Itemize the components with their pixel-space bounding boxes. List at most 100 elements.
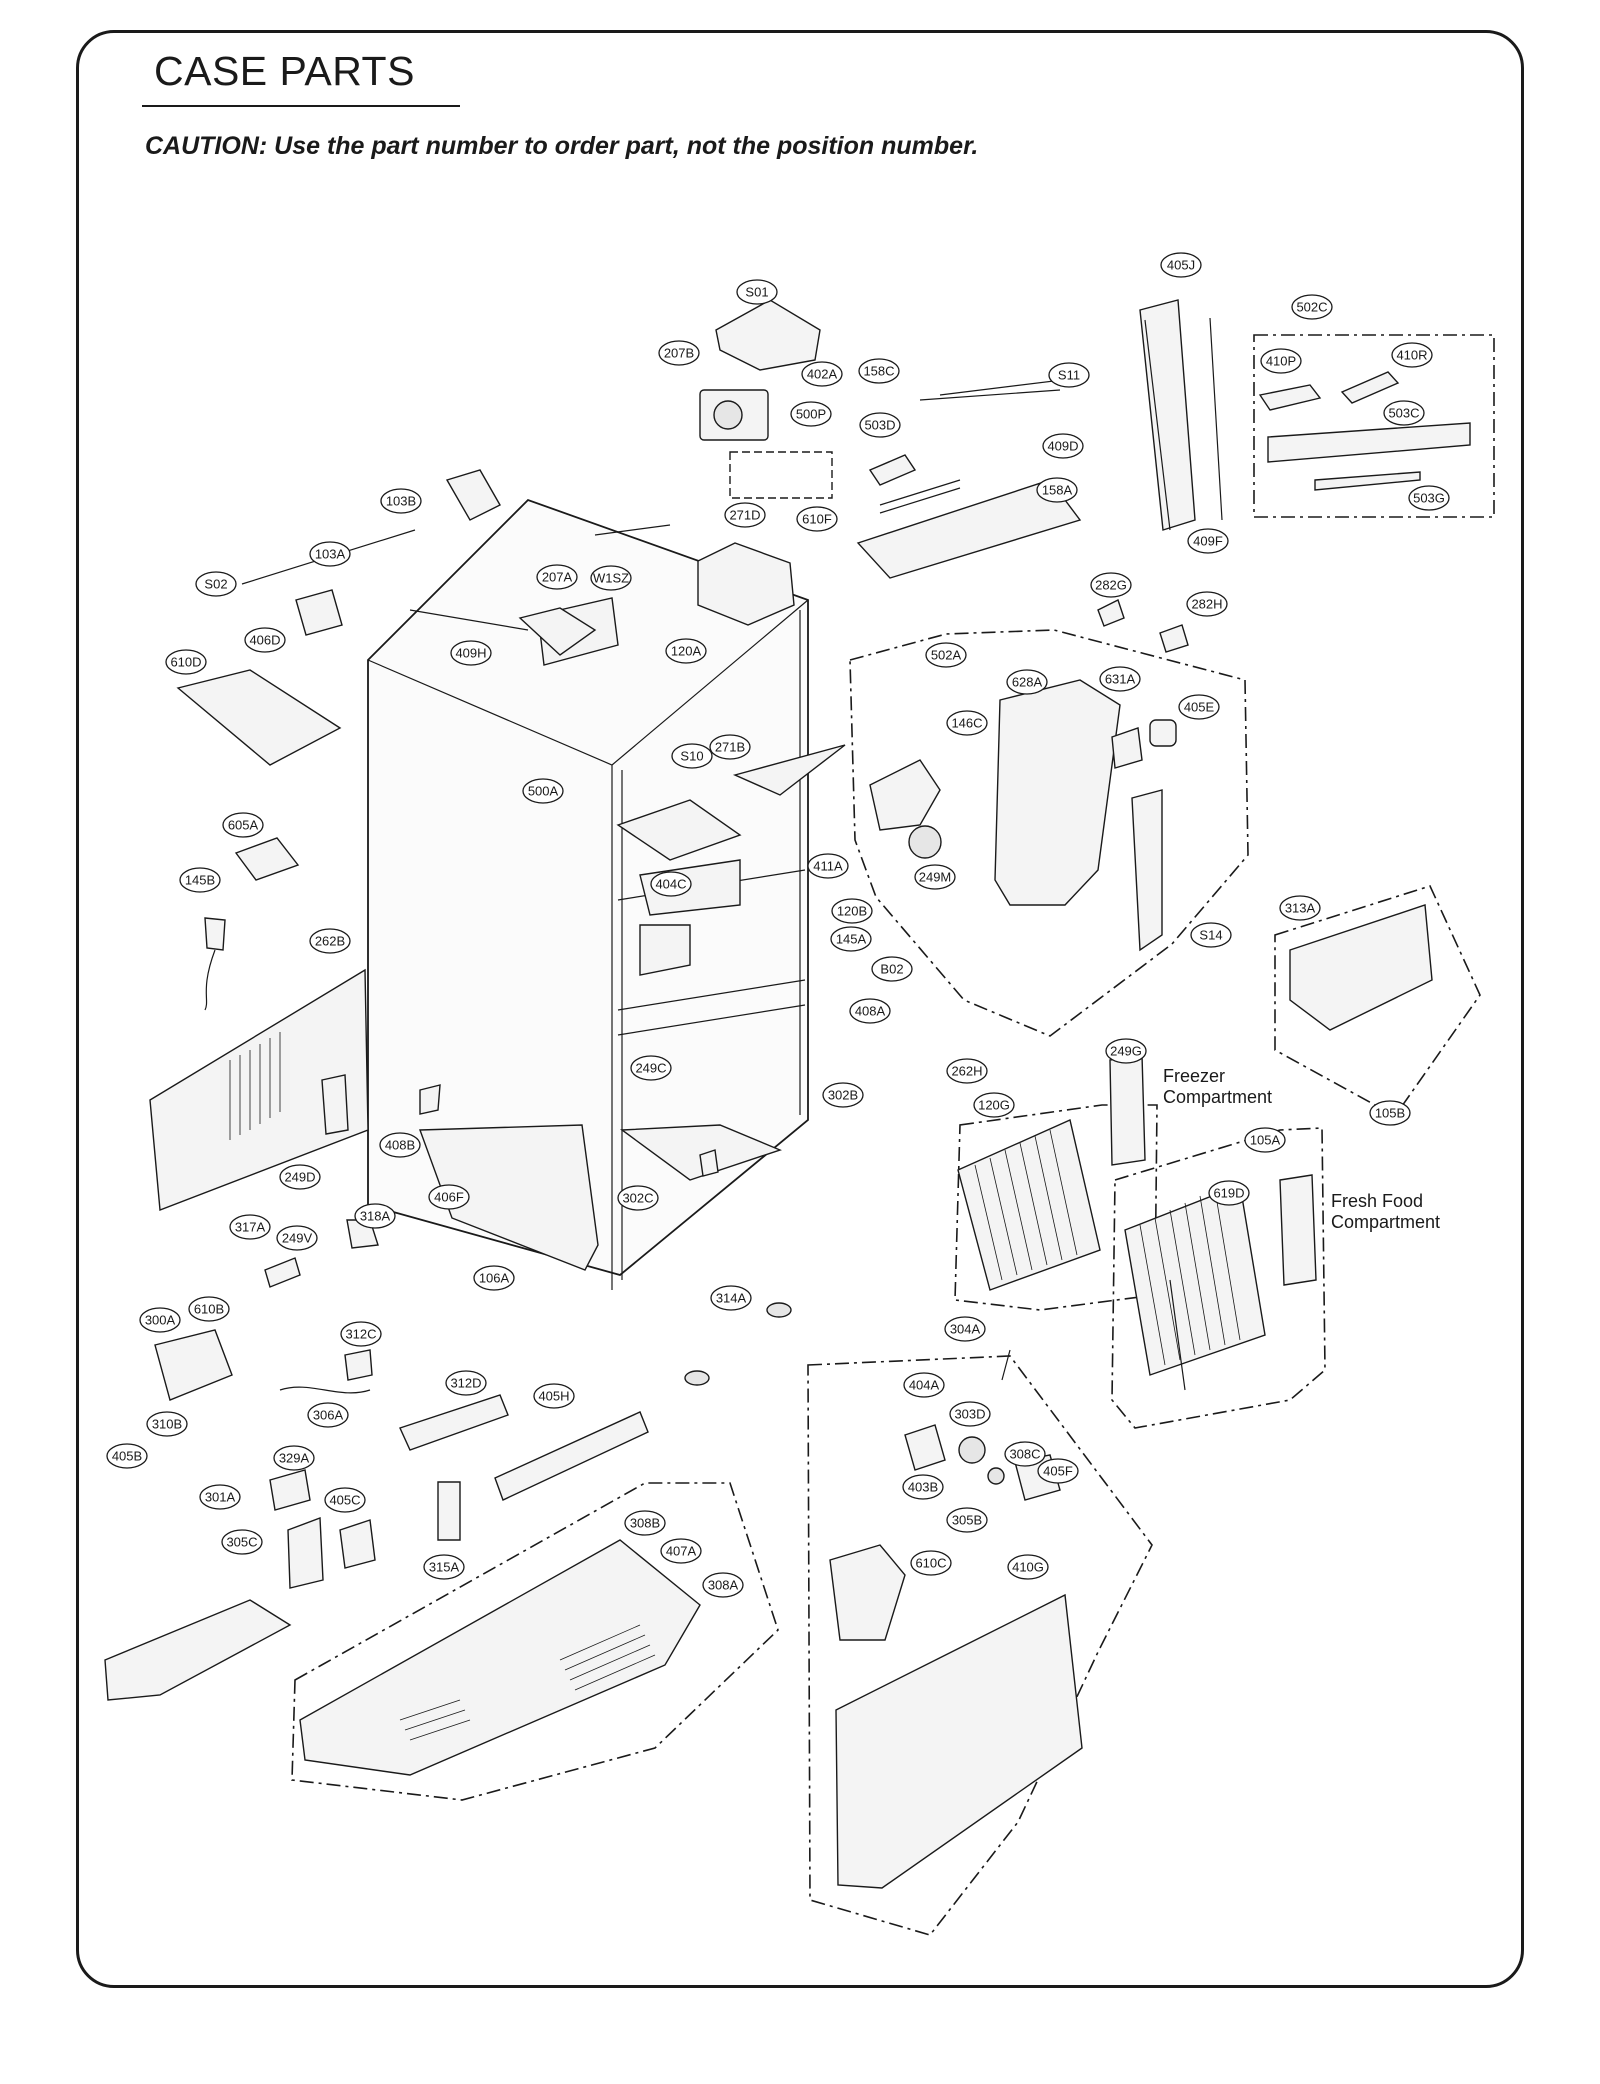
callout-305b: 305B <box>946 1507 988 1533</box>
callout-label: 409F <box>1193 534 1223 549</box>
callout-302c: 302C <box>617 1185 659 1211</box>
callout-label: B02 <box>880 962 903 977</box>
callout-bubble <box>624 1510 666 1536</box>
callout-label: 503G <box>1413 491 1445 506</box>
callout-label: 158A <box>1042 483 1073 498</box>
callout-label: 249G <box>1110 1044 1142 1059</box>
callout-405f: 405F <box>1037 1458 1079 1484</box>
heater-408b <box>1279 1174 1317 1286</box>
callout-bubble <box>1244 1127 1286 1153</box>
callout-bubble <box>590 565 632 591</box>
back-cover-vents <box>229 1032 281 1140</box>
base-308a <box>104 1599 292 1701</box>
callout-502c: 502C <box>1291 294 1333 320</box>
callout-bubble <box>380 488 422 514</box>
callout-bubble <box>221 1529 263 1555</box>
page-title: CASE PARTS <box>154 48 415 94</box>
callout-406d: 406D <box>244 627 286 653</box>
callout-label: 402A <box>807 367 838 382</box>
leveler-106a-upper <box>699 1149 719 1177</box>
cover-405j <box>1139 299 1196 531</box>
callout-120g: 120G <box>973 1092 1015 1118</box>
callout-label: 305B <box>952 1513 982 1528</box>
callout-bubble <box>1004 1441 1046 1467</box>
callout-411a: 411A <box>807 853 849 879</box>
callout-158c: 158C <box>858 358 900 384</box>
callout-label: 249D <box>284 1170 315 1185</box>
evaporator-302c <box>1124 1184 1266 1376</box>
group-302c <box>1111 1127 1326 1429</box>
callout-label: 317A <box>235 1220 266 1235</box>
callout-b02: B02 <box>871 956 913 982</box>
callout-158a: 158A <box>1036 477 1078 503</box>
callout-249m: 249M <box>914 864 956 890</box>
heater-408a <box>1109 1054 1146 1166</box>
callout-label: 313A <box>1285 901 1316 916</box>
callout-s10: S10 <box>671 743 713 769</box>
harness-410r <box>1340 371 1400 404</box>
callout-bubble <box>273 1445 315 1471</box>
callout-bubble <box>536 564 578 590</box>
callout-label: 610D <box>170 655 201 670</box>
callout-628a: 628A <box>1006 669 1048 695</box>
crisper-frame-lower <box>639 924 691 976</box>
callout-label: 282H <box>1191 597 1222 612</box>
callout-label: 502C <box>1296 300 1327 315</box>
callout-label: 329A <box>279 1451 310 1466</box>
evaporator-302b-fins <box>974 1129 1078 1281</box>
callout-bubble <box>831 898 873 924</box>
callout-301a: 301A <box>199 1484 241 1510</box>
callout-bubble <box>1037 1458 1079 1484</box>
callout-bubble <box>671 743 713 769</box>
callout-631a: 631A <box>1099 666 1141 692</box>
compressor-300a <box>154 1329 233 1401</box>
motor-404a <box>958 1436 986 1464</box>
callout-610c: 610C <box>910 1550 952 1576</box>
harness-303d <box>279 1386 371 1394</box>
callout-500p: 500P <box>790 401 832 427</box>
cover-103a <box>295 589 343 636</box>
callout-bubble <box>660 1538 702 1564</box>
callout-405e: 405E <box>1178 694 1220 720</box>
hinge-cover-207a <box>518 607 597 656</box>
callout-label: 120A <box>671 644 702 659</box>
callout-label: S01 <box>745 285 768 300</box>
callout-282g: 282G <box>1090 572 1132 598</box>
callout-bubble <box>1383 400 1425 426</box>
callout-bubble <box>617 1185 659 1211</box>
cover-120b <box>1289 904 1433 1031</box>
callout-262h: 262H <box>946 1058 988 1084</box>
callout-label: 406D <box>249 633 280 648</box>
callout-313a: 313A <box>1279 895 1321 921</box>
callout-bubble <box>946 1507 988 1533</box>
callout-bubble <box>473 1265 515 1291</box>
callout-306a: 306A <box>307 1402 349 1428</box>
pcb-500p-motor <box>713 400 743 430</box>
callout-314a: 314A <box>710 1285 752 1311</box>
callout-bubble <box>1160 252 1202 278</box>
shroud-308b <box>287 1517 324 1589</box>
callout-label: 406F <box>434 1190 464 1205</box>
capacitor-410g <box>437 1481 461 1541</box>
callout-bubble <box>946 1058 988 1084</box>
callout-label: 628A <box>1012 675 1043 690</box>
callout-312c: 312C <box>340 1321 382 1347</box>
callout-label: S11 <box>1058 368 1080 383</box>
callout-label: 308A <box>708 1578 739 1593</box>
callout-bubble <box>925 642 967 668</box>
freezer-compartment-label: Freezer Compartment <box>1163 1066 1272 1108</box>
callout-308a: 308A <box>702 1572 744 1598</box>
callout-label: 405J <box>1167 258 1195 273</box>
callout-317a: 317A <box>229 1214 271 1240</box>
callout-label: 271B <box>715 740 745 755</box>
callout-label: 503D <box>864 418 895 433</box>
callout-610f: 610F <box>796 506 838 532</box>
callout-bubble <box>244 627 286 653</box>
callout-label: 315A <box>429 1560 460 1575</box>
callout-label: S14 <box>1199 928 1222 943</box>
callout-249g: 249G <box>1105 1038 1147 1064</box>
callout-bubble <box>1291 294 1333 320</box>
callout-bubble <box>324 1487 366 1513</box>
